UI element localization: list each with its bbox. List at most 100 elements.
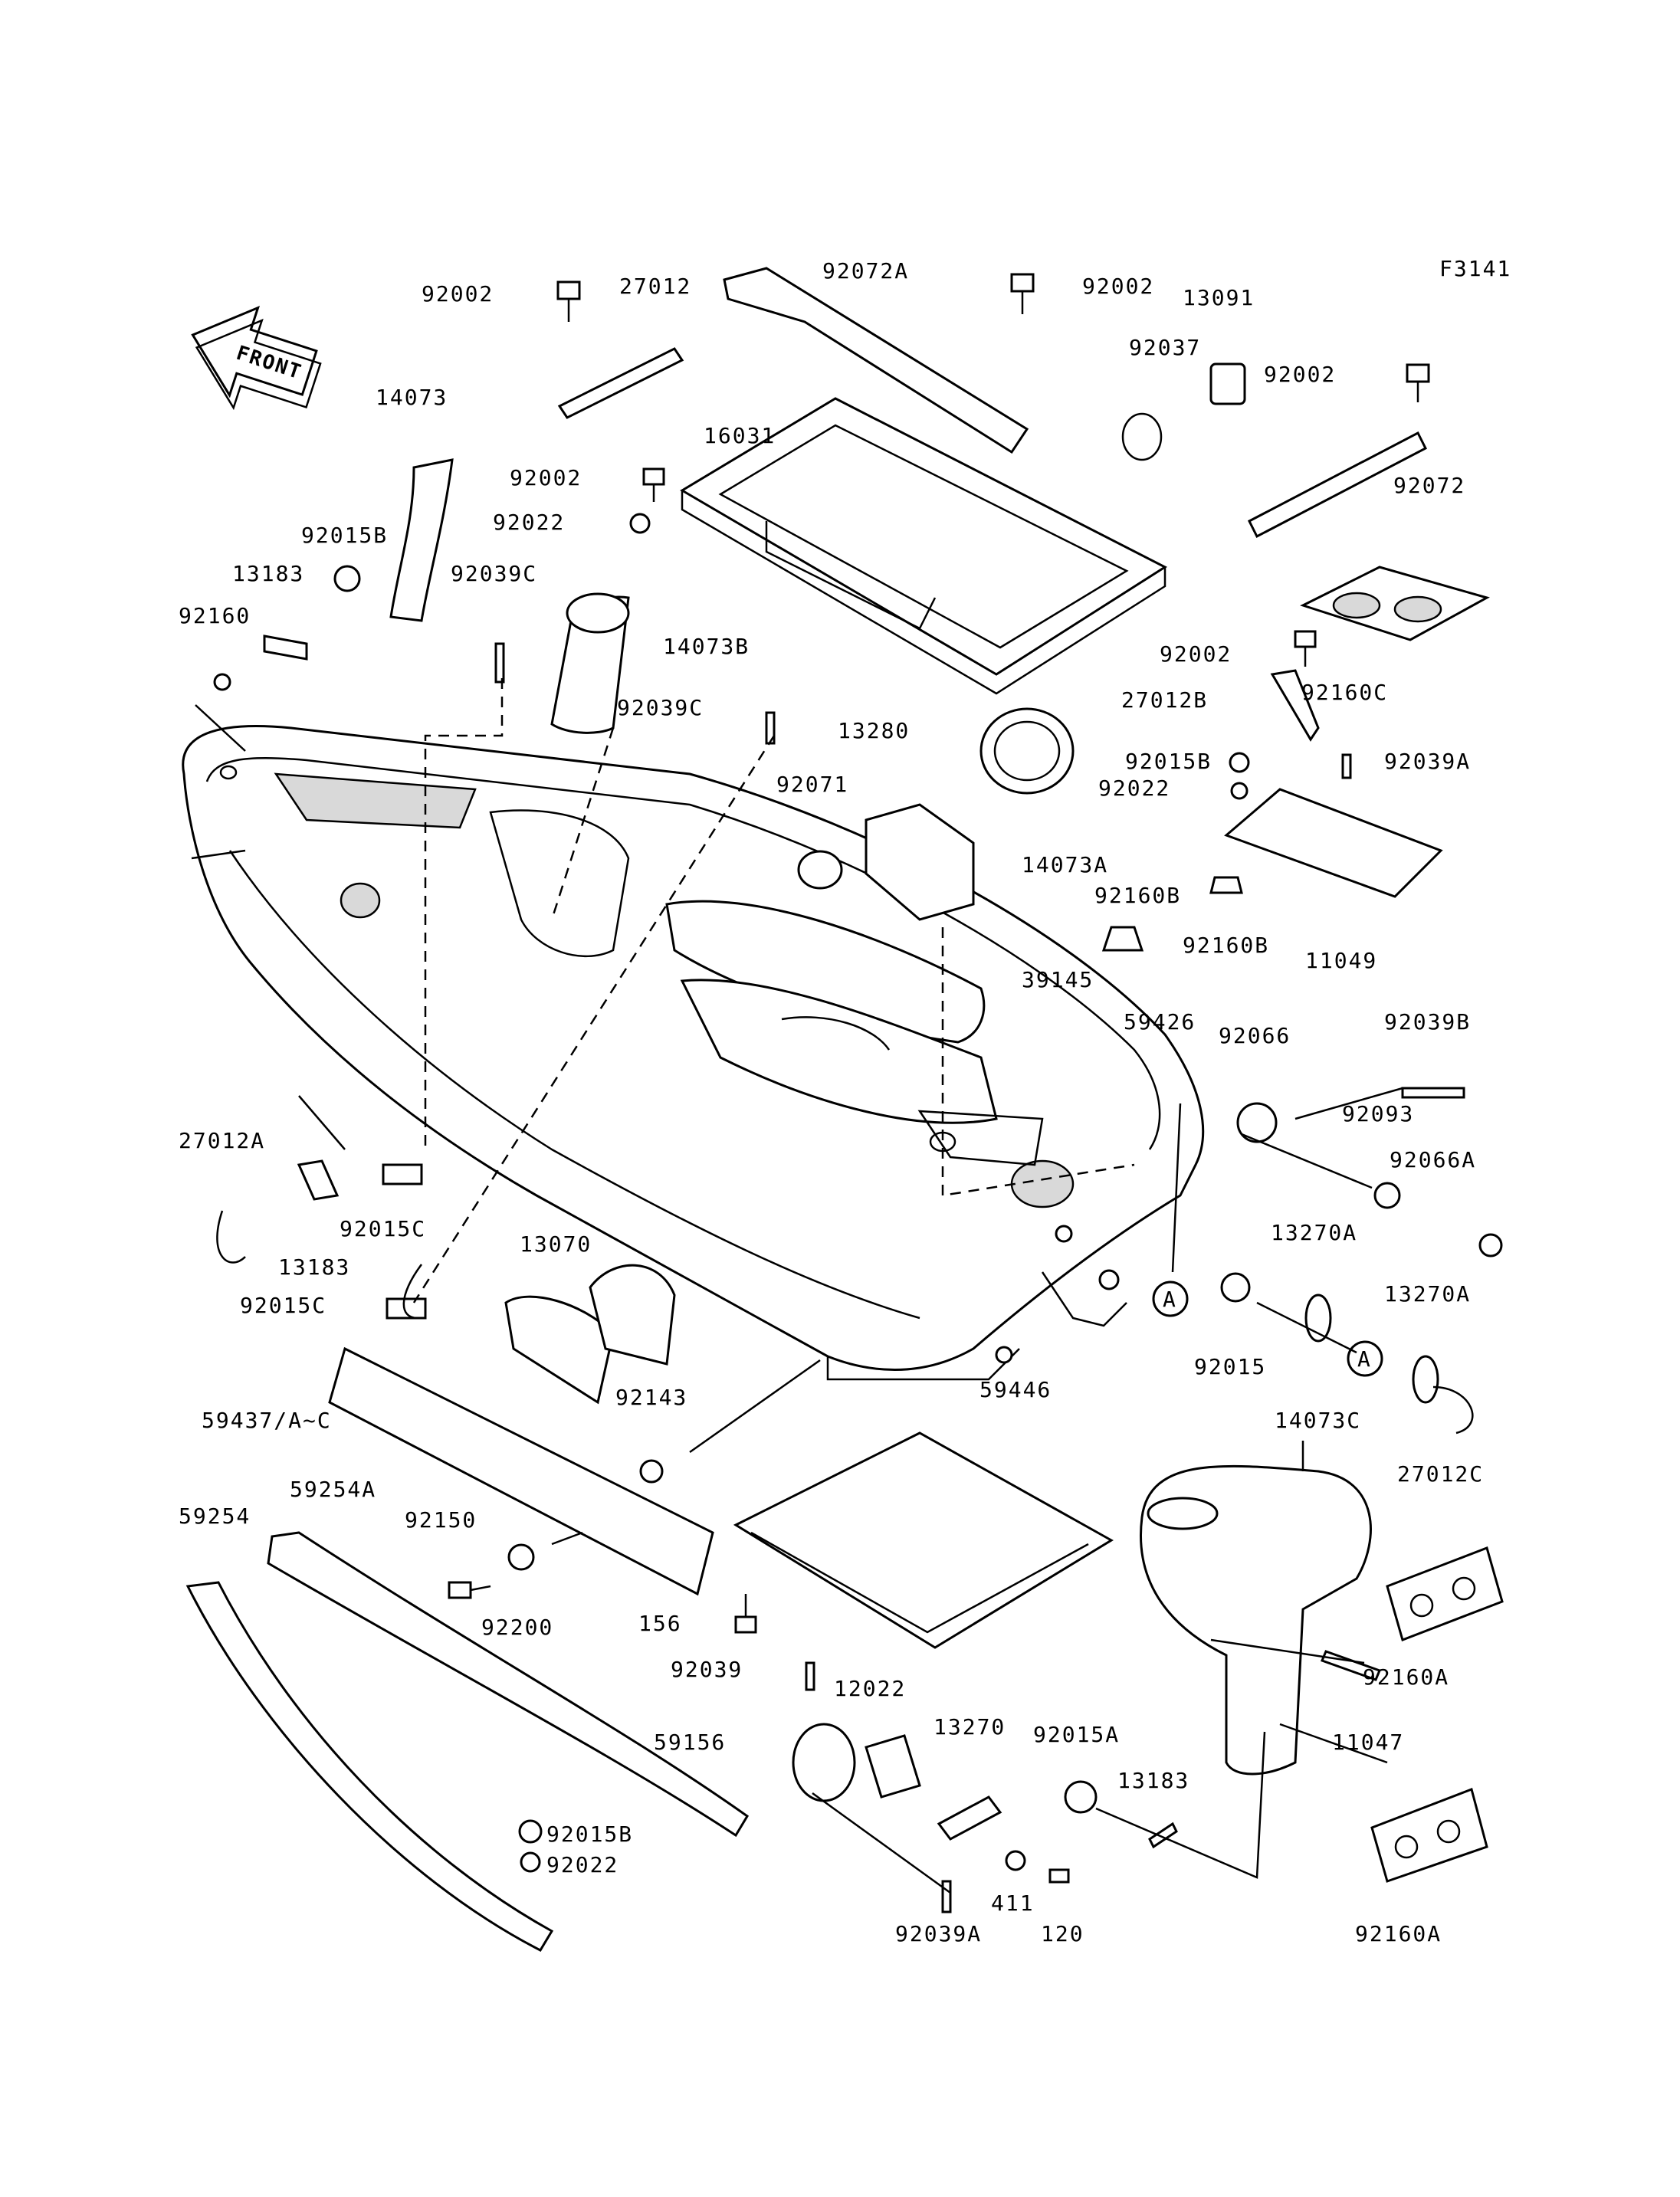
nut-92015b <box>1229 752 1250 773</box>
part-label: 92143 <box>615 1385 687 1410</box>
part-label: 14073 <box>376 385 448 410</box>
part-label: 92015B <box>301 523 388 548</box>
part-label: 92039C <box>451 561 537 586</box>
bolt-icon <box>1406 363 1430 402</box>
washer-92022-top <box>629 513 651 534</box>
link-13183 <box>1148 1822 1178 1849</box>
part-label: 92002 <box>510 465 582 490</box>
assembly-lines <box>191 678 1403 1894</box>
ref-marker-a <box>1152 1280 1189 1317</box>
plate-12022 <box>865 1734 921 1799</box>
storage-tray <box>680 397 1168 695</box>
tube-14073b <box>550 592 630 734</box>
plate-11049 <box>1224 788 1443 898</box>
part-label: 13280 <box>838 718 910 743</box>
strip-59437 <box>328 1346 714 1596</box>
band-92037 <box>1121 412 1163 461</box>
part-label: 13091 <box>1183 285 1255 310</box>
ring-13280 <box>979 707 1075 795</box>
strap-27012 <box>557 347 684 419</box>
pad-92160a <box>1386 1546 1504 1641</box>
screw-120 <box>1048 1868 1070 1884</box>
plate-13270 <box>937 1795 1002 1841</box>
clip-13091 <box>1209 362 1246 405</box>
part-label: 92160B <box>1183 933 1269 958</box>
bracket-27012b <box>1270 669 1320 742</box>
bolt-92150 <box>448 1581 491 1599</box>
bolt-icon <box>556 280 581 322</box>
part-label: 92022 <box>493 510 565 535</box>
duct-14073a <box>865 803 975 921</box>
part-label: 13070 <box>520 1231 592 1257</box>
part-label: 59254 <box>179 1503 251 1529</box>
bolt-icon <box>1010 273 1035 314</box>
nut-92015b-left <box>333 565 361 592</box>
tube-14073 <box>389 458 454 622</box>
grommet-92160 <box>213 673 231 691</box>
part-label: 14073C <box>1275 1408 1361 1433</box>
part-label: 92093 <box>1342 1101 1414 1126</box>
part-label: 92039 <box>671 1657 743 1682</box>
strap-92072 <box>1247 431 1428 539</box>
pin-92039b <box>1401 1087 1465 1099</box>
part-label: 92160A <box>1355 1921 1442 1946</box>
part-label: 156 <box>638 1611 682 1636</box>
part-label: 92015C <box>340 1216 426 1241</box>
nut-92015a <box>1064 1780 1098 1814</box>
bolt-92143 <box>639 1459 664 1484</box>
bolt-icon <box>1294 630 1317 667</box>
part-label: 13270A <box>1384 1281 1471 1307</box>
ubolt-27012c <box>1432 1385 1474 1435</box>
part-label: 59446 <box>979 1377 1052 1402</box>
plate-13183 <box>263 635 308 661</box>
callouts: 92002 27012 92072A 92002 13091 92037 920… <box>179 258 1484 1946</box>
part-label: 59156 <box>654 1730 726 1755</box>
part-label: 92066 <box>1219 1023 1291 1048</box>
hull <box>182 725 1205 1381</box>
part-label: 27012C <box>1397 1461 1484 1487</box>
part-label: 92039A <box>1384 749 1471 774</box>
part-label: 14073B <box>663 634 750 659</box>
part-label: 92022 <box>1098 776 1170 801</box>
part-label: 92002 <box>1160 641 1232 667</box>
ref-marker-a-2 <box>1347 1340 1383 1377</box>
part-label: 11049 <box>1305 948 1377 973</box>
part-label: 92160A <box>1363 1664 1449 1690</box>
part-label: 13183 <box>232 561 304 586</box>
part-label: 92039C <box>617 695 704 720</box>
duct-14073c <box>1140 1464 1372 1776</box>
part-label: 92072 <box>1393 473 1465 498</box>
part-label: 92200 <box>481 1615 553 1640</box>
part-label: 92039B <box>1384 1009 1471 1035</box>
part-label: 411 <box>991 1890 1035 1916</box>
flange-92066 <box>1236 1102 1278 1143</box>
pin-92039a-bottom <box>941 1880 952 1913</box>
part-label: 13270 <box>934 1714 1006 1740</box>
part-label: 92015 <box>1194 1354 1266 1379</box>
pin-92039 <box>805 1661 815 1691</box>
part-label: 92150 <box>405 1507 477 1533</box>
figure-code: F3141 <box>1439 256 1511 281</box>
part-label: 13270A <box>1271 1220 1357 1245</box>
part-label: 92002 <box>1082 274 1154 299</box>
part-label: 59426 <box>1124 1009 1196 1035</box>
small-parts <box>185 267 1504 1952</box>
part-label: 92015B <box>1125 749 1212 774</box>
part-label: 92066A <box>1390 1147 1476 1172</box>
collar-92071 <box>797 850 843 890</box>
ref-marker-a-2-label: A <box>1357 1346 1372 1372</box>
part-label: 59437/A~C <box>202 1408 332 1433</box>
plate-13270a-2 <box>1412 1355 1439 1404</box>
plate-59446 <box>733 1431 1114 1649</box>
part-label: 92015C <box>240 1293 326 1318</box>
ubolt-27012a <box>216 1210 246 1264</box>
pin-92039a <box>1341 753 1352 779</box>
ref-marker-a-label: A <box>1163 1287 1177 1312</box>
pad-92160a-2 <box>1370 1788 1488 1883</box>
part-label: 92015B <box>546 1822 633 1847</box>
washer-92022-bottom <box>520 1851 541 1873</box>
strap-92072a <box>723 267 1029 454</box>
part-label: 92002 <box>1264 362 1336 387</box>
plate-13183-left <box>297 1159 340 1201</box>
